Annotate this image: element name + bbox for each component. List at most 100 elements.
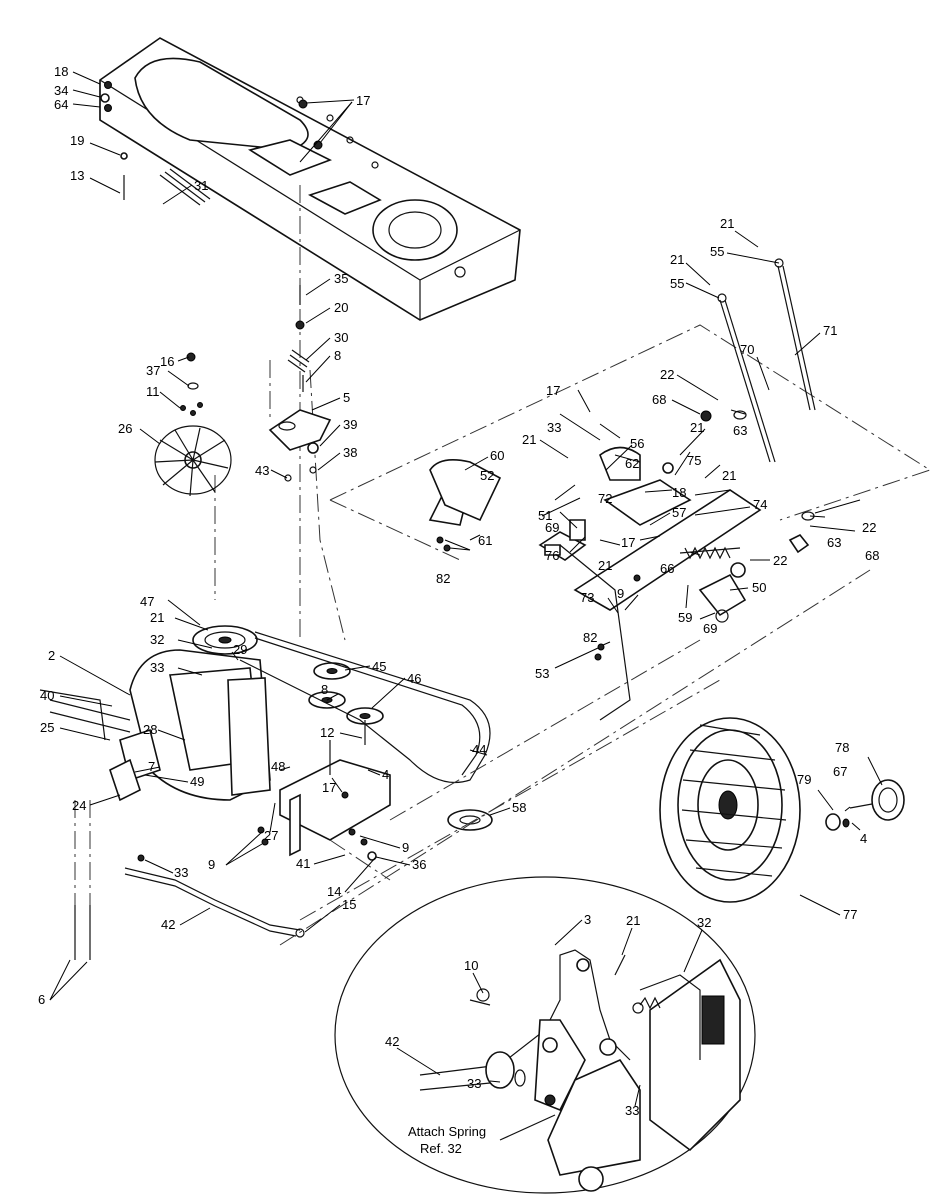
callout-22: 22 <box>660 367 674 382</box>
callout-9: 9 <box>617 586 624 601</box>
leader-lines <box>49 71 883 1107</box>
callout-82: 82 <box>436 571 450 586</box>
callout-26: 26 <box>118 421 132 436</box>
transmission-bolts <box>74 800 91 960</box>
callout-48: 48 <box>271 759 285 774</box>
callout-14: 14 <box>327 884 341 899</box>
callout-16: 16 <box>160 354 174 369</box>
callout-27: 27 <box>264 828 278 843</box>
callout-37: 37 <box>146 363 160 378</box>
callout-69: 69 <box>703 621 717 636</box>
callout-34: 34 <box>54 83 68 98</box>
wheel-hub-parts <box>825 779 905 831</box>
callout-76: 76 <box>545 548 559 563</box>
callout-32: 32 <box>697 915 711 930</box>
control-rod <box>124 867 301 931</box>
callout-58: 58 <box>512 800 526 815</box>
callout-4: 4 <box>860 831 867 846</box>
callout-32: 32 <box>150 632 164 647</box>
callout-18: 18 <box>672 485 686 500</box>
callout-labels: 18 34 64 17 19 13 31 21 55 21 55 35 20 3… <box>38 64 879 1156</box>
callout-52: 52 <box>480 468 494 483</box>
callout-68: 68 <box>865 548 879 563</box>
callout-29: 29 <box>233 642 247 657</box>
callout-17: 17 <box>322 780 336 795</box>
callout-44: 44 <box>472 742 486 757</box>
callout-3: 3 <box>584 912 591 927</box>
callout-63: 63 <box>827 535 841 550</box>
frame-assembly <box>99 37 521 321</box>
callout-21: 21 <box>722 468 736 483</box>
callout-18: 18 <box>54 64 68 79</box>
lift-rods <box>717 258 816 463</box>
callout-47: 47 <box>140 594 154 609</box>
callout-10: 10 <box>464 958 478 973</box>
callout-21: 21 <box>150 610 164 625</box>
callout-71: 71 <box>823 323 837 338</box>
callout-9: 9 <box>208 857 215 872</box>
callout-75: 75 <box>687 453 701 468</box>
callout-19: 19 <box>70 133 84 148</box>
callout-46: 46 <box>407 671 421 686</box>
callout-21: 21 <box>598 558 612 573</box>
callout-17: 17 <box>356 93 370 108</box>
callout-21: 21 <box>626 913 640 928</box>
callout-50: 50 <box>752 580 766 595</box>
transmission-assembly <box>39 649 271 802</box>
callout-9: 9 <box>402 840 409 855</box>
callout-21: 21 <box>690 420 704 435</box>
callout-60: 60 <box>490 448 504 463</box>
callout-8: 8 <box>334 348 341 363</box>
callout-13: 13 <box>70 168 84 183</box>
callout-33: 33 <box>467 1076 481 1091</box>
callout-55: 55 <box>670 276 684 291</box>
drive-belt <box>239 631 491 784</box>
callout-57: 57 <box>672 505 686 520</box>
callout-2: 2 <box>48 648 55 663</box>
callout-4: 4 <box>382 767 389 782</box>
callout-66: 66 <box>660 561 674 576</box>
callout-21: 21 <box>522 432 536 447</box>
callout-17: 17 <box>546 383 560 398</box>
callout-39: 39 <box>343 417 357 432</box>
callout-41: 41 <box>296 856 310 871</box>
callout-70: 70 <box>740 342 754 357</box>
mounting-bracket <box>137 720 391 862</box>
callout-77: 77 <box>843 907 857 922</box>
callout-63: 63 <box>733 423 747 438</box>
callout-7: 7 <box>148 759 155 774</box>
callout-38: 38 <box>343 445 357 460</box>
detail-note-line2: Ref. 32 <box>420 1141 462 1156</box>
callout-12: 12 <box>320 725 334 740</box>
callout-72: 72 <box>598 491 612 506</box>
callout-33: 33 <box>547 420 561 435</box>
callout-79: 79 <box>797 772 811 787</box>
rear-wheel <box>659 717 801 903</box>
callout-64: 64 <box>54 97 68 112</box>
callout-40: 40 <box>40 688 54 703</box>
callout-73: 73 <box>580 590 594 605</box>
callout-17: 17 <box>621 535 635 550</box>
callout-35: 35 <box>334 271 348 286</box>
callout-82: 82 <box>583 630 597 645</box>
callout-43: 43 <box>255 463 269 478</box>
callout-45: 45 <box>372 659 386 674</box>
callout-21: 21 <box>670 252 684 267</box>
callout-25: 25 <box>40 720 54 735</box>
callout-68: 68 <box>652 392 666 407</box>
callout-5: 5 <box>343 390 350 405</box>
callout-59: 59 <box>678 610 692 625</box>
callout-15: 15 <box>342 897 356 912</box>
callout-36: 36 <box>412 857 426 872</box>
callout-62: 62 <box>625 456 639 471</box>
callout-69: 69 <box>545 520 559 535</box>
callout-31: 31 <box>194 178 208 193</box>
callout-74: 74 <box>753 497 767 512</box>
callout-78: 78 <box>835 740 849 755</box>
callout-49: 49 <box>190 774 204 789</box>
callout-21: 21 <box>720 216 734 231</box>
callout-28: 28 <box>143 722 157 737</box>
idler-bracket-hardware <box>268 285 332 482</box>
callout-22: 22 <box>862 520 876 535</box>
